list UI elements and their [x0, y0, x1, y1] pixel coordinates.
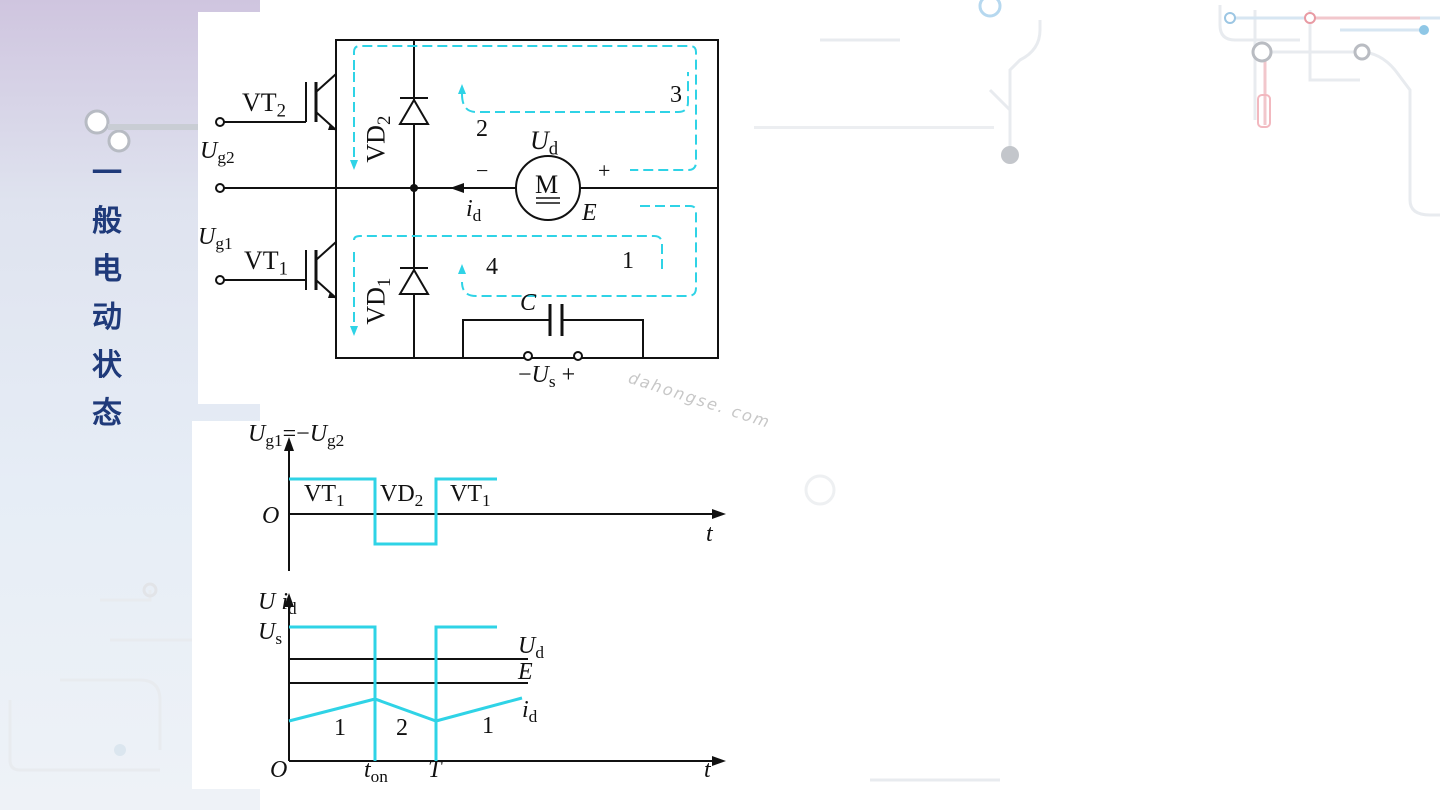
ug1-label: Ug1 [198, 224, 233, 254]
period-T-label: T [428, 757, 442, 783]
us-terminal-left [523, 351, 533, 361]
gate-seg-vt1-b: VT1 [450, 481, 491, 511]
vt2-emitter [315, 111, 337, 188]
motor-minus-label: − [476, 158, 489, 183]
ud-level-label: Ud [518, 633, 544, 663]
vd2-diode [398, 97, 430, 125]
vt2-collector [315, 40, 337, 93]
us-terminal-right [573, 351, 583, 361]
id-curve-label: id [522, 697, 538, 727]
vd1-diode [398, 267, 430, 295]
ug2-terminal [215, 117, 225, 127]
ug2-label: Ug2 [200, 138, 235, 168]
loop-2-arrow [350, 160, 358, 170]
id-seg-1-label: 1 [334, 715, 346, 741]
motor-label: M [535, 170, 559, 199]
vt1-label: VT1 [244, 246, 289, 280]
emf-label: E [582, 200, 597, 226]
capacitor-right-wire [562, 319, 644, 358]
gate-seg-vd2: VD2 [380, 481, 424, 511]
loop-4-upper [353, 235, 663, 274]
vt2-label: VT2 [242, 88, 287, 122]
circuit-schematic [215, 39, 719, 361]
id-seg-3-label: 1 [482, 713, 494, 739]
waveform-panel: Ug1=−Ug2 O t VT1 VD2 VT1 U id Us Ud E id… [192, 421, 728, 789]
junction-dot [410, 184, 418, 192]
gate-ylabel: Ug1=−Ug2 [248, 421, 345, 451]
output-origin-label: O [270, 757, 288, 783]
vt1-emitter-arrow [328, 292, 336, 298]
us-label: −Us + [518, 362, 576, 392]
us-level-label: Us [258, 619, 283, 649]
us-pulse-waveform [289, 625, 497, 761]
title-char: 一 [92, 156, 122, 191]
id-label: id [466, 196, 482, 226]
motor-plus-label: + [598, 158, 611, 183]
id-waveform [288, 696, 523, 723]
outer-frame-wire [335, 39, 719, 359]
capacitor-label: C [520, 290, 537, 316]
gate-x-arrow [712, 509, 726, 519]
path-1-label: 1 [622, 248, 634, 274]
ton-label: ton [364, 757, 388, 787]
slide-title-vertical: 一 般 电 动 状 态 [84, 150, 130, 438]
id-seg-2-label: 2 [396, 715, 408, 741]
gate-seg-vt1-a: VT1 [304, 481, 345, 511]
title-char: 态 [92, 396, 122, 431]
vt1-collector [315, 188, 337, 261]
vd1-label: VD1 [361, 277, 395, 325]
loop-3-outer-top [353, 45, 697, 171]
gate-t-label: t [706, 521, 713, 547]
capacitor-left-wire [462, 319, 550, 358]
vt1-emitter [315, 279, 337, 358]
path-3-label: 3 [670, 82, 682, 108]
waveform-plots [284, 437, 726, 766]
ud-label: Ud [530, 126, 559, 160]
output-y-arrow [284, 593, 294, 607]
loop-3-inner [461, 72, 689, 113]
id-direction-arrow [450, 183, 464, 193]
gate-waveform [289, 477, 497, 546]
motor-circle [515, 155, 581, 221]
ug1-terminal [215, 275, 225, 285]
output-ylabel: U id [258, 589, 297, 619]
gate-y-arrow [284, 437, 294, 451]
vd2-label: VD2 [361, 115, 395, 163]
output-x-arrow [712, 756, 726, 766]
loop-1-arrow [458, 264, 466, 274]
path-4-label: 4 [486, 254, 498, 280]
title-char: 电 [92, 252, 122, 287]
vt2-emitter-arrow [328, 124, 336, 130]
circuit-diagram-panel: VT2 VD2 Ug2 Ug1 VT1 VD1 2 3 4 1 Ud M − +… [198, 12, 754, 404]
title-char: 动 [92, 300, 122, 335]
mid-terminal [215, 183, 225, 193]
path-2-label: 2 [476, 116, 488, 142]
title-char: 般 [92, 204, 122, 239]
output-t-label: t [704, 757, 711, 783]
e-level-label: E [518, 659, 533, 685]
loop-4-arrow [350, 326, 358, 336]
loop-3-arrow [458, 84, 466, 94]
loop-1-outer [461, 205, 697, 297]
gate-origin-label: O [262, 503, 280, 529]
title-char: 状 [92, 348, 122, 383]
